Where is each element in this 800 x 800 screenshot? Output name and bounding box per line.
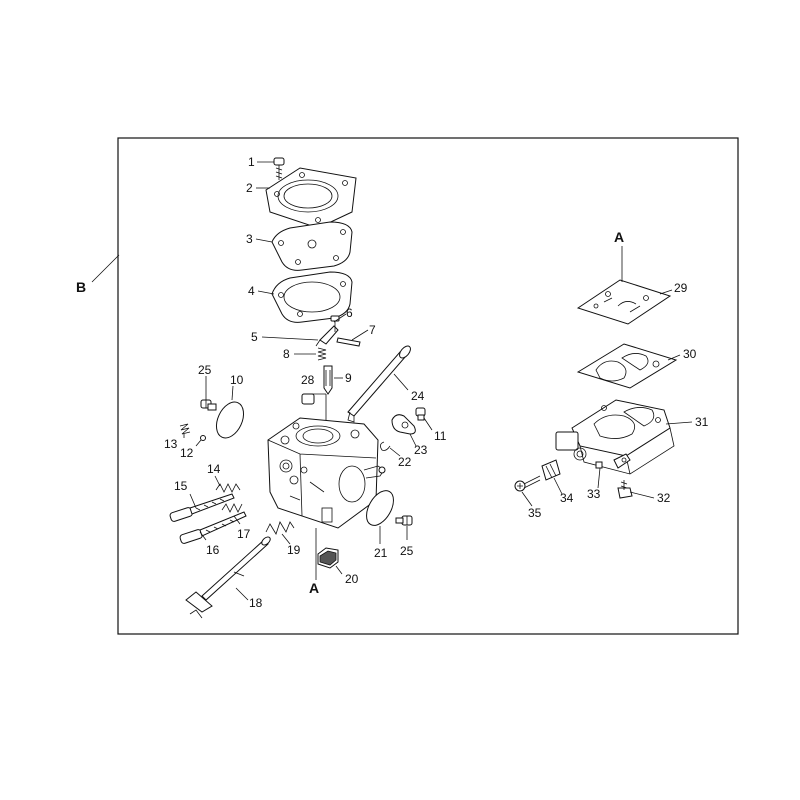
callout-29: 29 xyxy=(674,281,688,295)
callout-9: 9 xyxy=(345,371,352,385)
callout-4: 4 xyxy=(248,284,255,298)
callout-10: 10 xyxy=(230,373,244,387)
callout-25-bottom: 25 xyxy=(400,544,414,558)
part-gasket-29 xyxy=(576,279,672,325)
frame-label-b: B xyxy=(76,279,86,295)
callout-1: 1 xyxy=(248,155,255,169)
part-disc-10 xyxy=(215,401,245,439)
part-inlet-needle-9 xyxy=(323,365,333,395)
part-spring-34 xyxy=(541,459,561,481)
part-cap-28 xyxy=(301,393,327,430)
callout-7: 7 xyxy=(369,323,376,337)
part-gasket-4 xyxy=(271,271,353,323)
part-screw-11 xyxy=(415,407,426,421)
callout-35: 35 xyxy=(528,506,542,520)
part-spring-8 xyxy=(317,347,327,361)
callout-2: 2 xyxy=(246,181,253,195)
part-filter-screen-20 xyxy=(317,547,339,569)
callout-15: 15 xyxy=(174,479,188,493)
callout-34: 34 xyxy=(560,491,574,505)
part-choke-shaft-18 xyxy=(185,536,271,619)
part-carburetor-body xyxy=(267,417,386,529)
callout-13: 13 xyxy=(164,437,178,451)
part-cover-plate-2 xyxy=(265,167,357,229)
part-screw-25-bottom xyxy=(395,515,413,526)
callout-21: 21 xyxy=(374,546,388,560)
callout-30: 30 xyxy=(683,347,697,361)
part-screw-35 xyxy=(514,475,541,492)
part-metering-lever-5 xyxy=(315,325,339,347)
callout-6: 6 xyxy=(346,306,353,320)
part-spring-14 xyxy=(215,483,241,493)
part-plate-23 xyxy=(391,414,416,435)
leader-lines xyxy=(183,161,693,601)
diagram-frame xyxy=(117,137,739,635)
part-pump-body-31 xyxy=(555,399,675,475)
callout-12: 12 xyxy=(180,446,194,460)
callout-18: 18 xyxy=(249,596,263,610)
part-screw-32 xyxy=(617,480,633,499)
part-pin-7 xyxy=(336,337,361,347)
part-diaphragm-3 xyxy=(271,221,353,271)
callout-8: 8 xyxy=(283,347,290,361)
part-clip-22 xyxy=(380,441,391,451)
callout-19: 19 xyxy=(287,543,301,557)
part-valve-33 xyxy=(595,461,603,469)
part-spring-13 xyxy=(179,423,191,435)
callout-31: 31 xyxy=(695,415,709,429)
callout-5: 5 xyxy=(251,330,258,344)
callout-24: 24 xyxy=(411,389,425,403)
part-screw-1 xyxy=(273,157,285,180)
callout-28: 28 xyxy=(301,373,315,387)
callout-23: 23 xyxy=(414,443,428,457)
part-ball-12 xyxy=(200,435,206,441)
part-adjusting-needle-15 xyxy=(169,493,235,522)
section-label-a-top: A xyxy=(614,229,624,245)
callout-17: 17 xyxy=(237,527,251,541)
part-spring-17 xyxy=(221,503,243,513)
part-gasket-30 xyxy=(576,343,678,389)
part-throttle-shaft-24 xyxy=(347,345,411,423)
callout-33: 33 xyxy=(587,487,601,501)
part-spring-19 xyxy=(265,521,295,535)
callout-16: 16 xyxy=(206,543,220,557)
callout-3: 3 xyxy=(246,232,253,246)
part-disc-21 xyxy=(366,490,394,526)
callout-14: 14 xyxy=(207,462,221,476)
callout-22: 22 xyxy=(398,455,412,469)
callout-25-top: 25 xyxy=(198,363,212,377)
part-screw-25-top xyxy=(200,399,217,411)
callout-11: 11 xyxy=(434,429,447,443)
callout-32: 32 xyxy=(657,491,671,505)
callout-20: 20 xyxy=(345,572,359,586)
section-label-a-bottom: A xyxy=(309,580,319,596)
